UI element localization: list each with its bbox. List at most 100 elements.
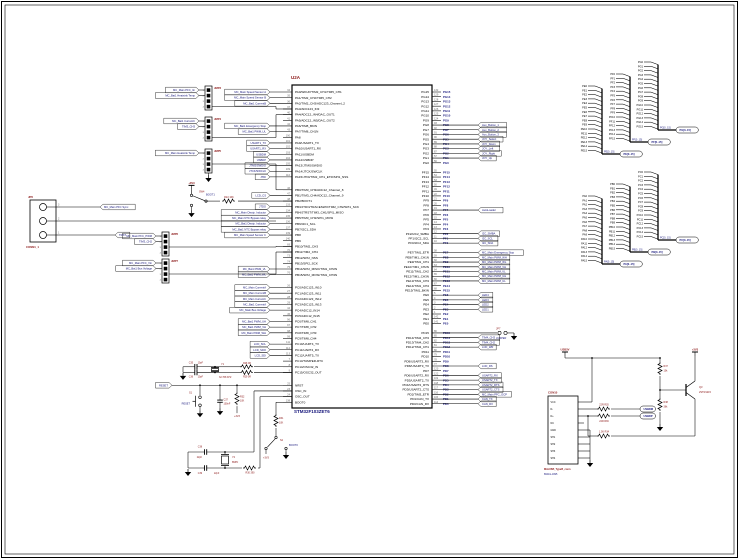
- ic-pin-name: PF6: [423, 213, 429, 217]
- ic-pin-name: NRST: [295, 383, 303, 387]
- ic-pin-name: PF11: [422, 189, 429, 193]
- signal-tag: [134, 238, 157, 245]
- ic-pin-name: PE11/TIM1_CH2: [406, 270, 429, 274]
- ic-pin-name: PG1: [423, 156, 429, 160]
- ic-pin-name: PA14/JTCK/SWCLK: [295, 169, 322, 173]
- wire: [594, 85, 603, 89]
- fan-pin-label: PF2: [610, 81, 615, 85]
- pin-number: 25: [287, 381, 290, 385]
- signal-tag-label: MC_Main PFC Sync: [104, 205, 129, 209]
- net-label: PF8: [443, 203, 449, 207]
- wire: [622, 200, 631, 205]
- pin-number: 2: [58, 218, 60, 221]
- ic-pin-name: PC14/OSC32_IN: [295, 365, 318, 369]
- ic-pin-name: PB10/TIM2_CH3: [295, 244, 318, 248]
- header-pin: [163, 277, 168, 282]
- ic-pin-name: PG8: [423, 123, 429, 127]
- fan-pin-label: PF9: [610, 111, 615, 115]
- header: [204, 85, 213, 111]
- pin-number: 45: [287, 312, 290, 316]
- bus-tag-label: PA[0..15]: [624, 262, 635, 266]
- header-pin: [163, 245, 168, 249]
- signal-tag-label: LED4: [482, 293, 489, 297]
- ic-pin-name: PG6: [423, 133, 429, 137]
- fan-pin-label: PA9: [582, 233, 587, 237]
- signal-tag: [220, 226, 271, 233]
- pin-number: 29: [287, 301, 290, 305]
- fan-pin-label: PC11: [637, 217, 644, 221]
- ic-pin-name: PE13/TIM1_CH3: [406, 279, 429, 283]
- pin-number: 118: [434, 381, 439, 385]
- fan-pin-label: PC12: [637, 222, 644, 226]
- crystal-ref: Y1: [221, 363, 225, 366]
- gnd-icon: [586, 463, 594, 467]
- switch-pin: [190, 193, 194, 197]
- signal-tag: [477, 277, 510, 284]
- signal-tag-label: I2C_SCL: [482, 236, 493, 240]
- signal-tag: [253, 156, 271, 163]
- button-pin: [198, 403, 202, 407]
- header-pin: [163, 234, 168, 238]
- ic-pin-name: PA5/ADC12_IN5/DAC_OUT2: [295, 118, 335, 122]
- ic-pin-name: PE15/TIM1_BKIN: [405, 289, 429, 293]
- signal-tag: [254, 203, 271, 210]
- fan-pin-label: PG9: [638, 99, 644, 103]
- fan-pin-label: PC1: [638, 174, 644, 178]
- fan-pin-label: PB5: [610, 204, 615, 208]
- cap-ref: C39: [198, 473, 203, 475]
- pin-number: 110: [286, 173, 291, 177]
- signal-tag-label: TIM3_CH3: [182, 125, 195, 129]
- ic-body: [291, 84, 433, 409]
- pin-number: 103: [286, 150, 291, 154]
- header-pin: [163, 250, 168, 255]
- pin-number: 2: [203, 127, 205, 129]
- pin-number: 10: [434, 239, 437, 243]
- ic-pin-name: PB13/SPI2_SCK: [295, 261, 318, 265]
- wire: [594, 90, 603, 94]
- fan-pin-label: PE15: [581, 149, 588, 153]
- pin-number: 140: [286, 237, 291, 241]
- pin-number: 82: [434, 338, 437, 342]
- ic-refdes: U2A: [291, 75, 301, 80]
- signal-tag: [237, 329, 271, 336]
- signal-tag: [155, 92, 200, 99]
- signal-tag-label: MC_Main PFC_Vin: [129, 261, 152, 265]
- wire: [594, 128, 603, 132]
- wire: [650, 184, 659, 188]
- pin-number: 73: [287, 254, 290, 258]
- net-label: PG14: [443, 95, 451, 99]
- fan-pin-label: PB3: [610, 195, 615, 199]
- fan-pin-label: PB2: [610, 191, 615, 195]
- bus-tag: [647, 248, 671, 256]
- fan-pin-label: PA8: [582, 228, 587, 232]
- wire: [622, 196, 631, 200]
- resistor-label: R29 0R: [243, 376, 251, 378]
- resistor-ref: R38: [664, 401, 669, 404]
- fan-pin-label: PC13: [637, 226, 644, 230]
- wire: [267, 438, 276, 448]
- signal-tag-label: Aux_Button_1: [482, 123, 499, 127]
- gnd-icon: [205, 178, 212, 182]
- ic-pin-name: PB9: [295, 239, 301, 243]
- ic-pin-name: PC2/ADC123_IN12: [295, 297, 322, 301]
- pin-number: 60: [434, 258, 437, 262]
- signal-tag-label: JTDI: [260, 175, 266, 179]
- pin-number: 105: [286, 162, 291, 166]
- connector-pin-label: NC: [551, 422, 555, 425]
- wire: [594, 217, 603, 221]
- pin-number: 24: [287, 393, 290, 397]
- signal-tag-label: JOY_Left: [482, 147, 493, 151]
- sheet-border: [4, 4, 735, 555]
- resistor: [657, 362, 663, 375]
- signal-tag-label: MC_Bat1 NTC Bypass relay: [232, 227, 266, 231]
- signal-tag-label: MC_Main PWM_WL: [482, 260, 507, 264]
- signal-tag-label: MC_Bat1 CurrentA: [243, 303, 266, 307]
- signal-tag: [253, 151, 271, 158]
- signal-tag-label: JOY_Up: [482, 156, 493, 160]
- pin-number: 142: [434, 315, 439, 319]
- signal-tag-label: TRST: [119, 233, 126, 237]
- fan-pin-label: PG8: [638, 94, 644, 98]
- wire: [594, 133, 603, 137]
- pin-number: 18: [434, 211, 437, 215]
- ic-pin-name: PB0/TIM3_CH3/ADC12_Channel_8: [295, 188, 344, 192]
